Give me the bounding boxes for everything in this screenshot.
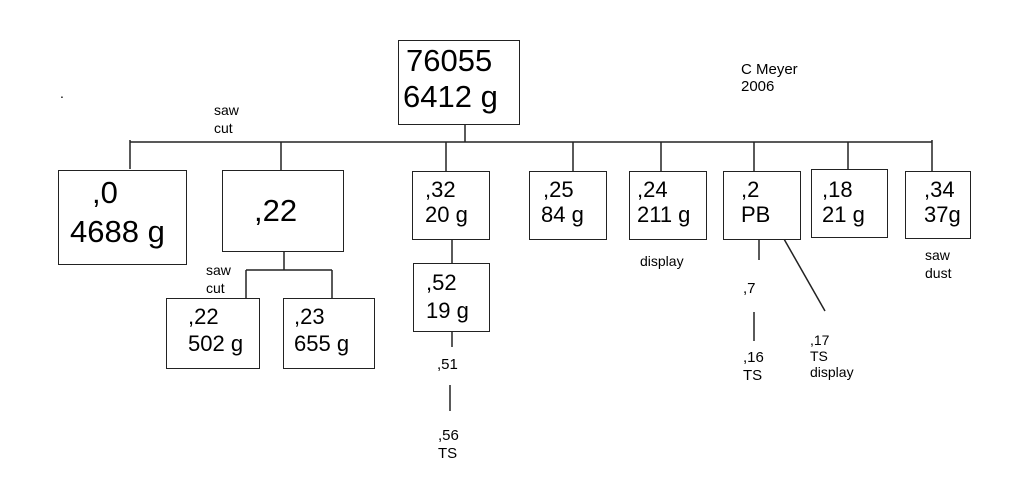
split-label: cut (206, 280, 225, 296)
node-weight: 37g (924, 202, 961, 227)
node-weight: 502 g (188, 331, 244, 356)
node-17-label: TS (810, 348, 828, 364)
author-name: C Meyer (741, 61, 798, 78)
node-23: ,23 655 g (283, 298, 375, 369)
node-note: display (640, 253, 684, 269)
node-weight: 21 g (822, 202, 865, 227)
split-label: cut (214, 120, 233, 136)
node-51-label: ,51 (437, 356, 458, 373)
node-17-label: ,17 (810, 332, 830, 348)
node-22: ,22 (222, 170, 344, 252)
node-weight: PB (741, 202, 771, 227)
node-16-label: ,16 (743, 349, 764, 366)
root-weight: 6412 g (403, 79, 498, 114)
node-18: ,18 21 g (811, 169, 888, 238)
node-id: ,25 (543, 177, 574, 202)
node-id: ,24 (637, 177, 668, 202)
author-year: 2006 (741, 78, 775, 95)
node-7-label: ,7 (743, 280, 756, 297)
node-32: ,32 20 g (412, 171, 490, 240)
node-weight: 211 g (637, 202, 691, 227)
node-id: ,32 (425, 177, 456, 202)
node-note: dust (925, 265, 952, 281)
node-34: ,34 37g (905, 171, 971, 239)
node-17-label: display (810, 364, 854, 380)
node-25: ,25 84 g (529, 171, 607, 240)
node-id: ,22 (254, 193, 298, 228)
node-id: ,34 (924, 177, 955, 202)
split-label: saw (206, 262, 231, 278)
root-node: 76055 6412 g (398, 40, 520, 125)
node-2: ,2 PB (723, 171, 801, 240)
node-24: ,24 211 g (629, 171, 707, 240)
node-id: ,18 (822, 177, 853, 202)
stray-dot: . (60, 85, 64, 101)
node-weight: 20 g (425, 202, 468, 227)
node-weight: 4688 g (70, 214, 165, 249)
node-56-label: TS (438, 445, 458, 462)
node-id: ,0 (92, 175, 118, 210)
node-52: ,52 19 g (413, 263, 490, 332)
node-weight: 84 g (541, 202, 584, 227)
node-weight: 655 g (294, 331, 350, 356)
node-16-label: TS (743, 367, 763, 384)
node-22-a: ,22 502 g (166, 298, 260, 369)
node-id: ,2 (741, 177, 760, 202)
node-weight: 19 g (426, 298, 469, 323)
split-label: saw (214, 102, 239, 118)
root-id: 76055 (406, 43, 493, 78)
node-0: ,0 4688 g (58, 170, 187, 265)
node-note: saw (925, 247, 950, 263)
node-id: ,23 (294, 304, 325, 329)
node-id: ,22 (188, 304, 219, 329)
node-56-label: ,56 (438, 427, 459, 444)
node-id: ,52 (426, 270, 457, 295)
sub2-diagonal (783, 238, 826, 312)
